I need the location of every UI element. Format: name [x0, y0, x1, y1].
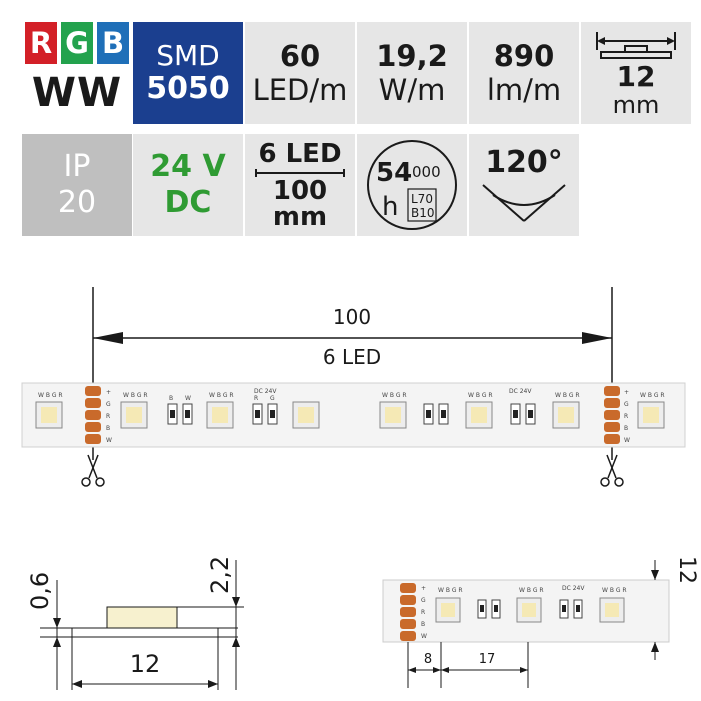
dimension-100: 100 [333, 305, 371, 329]
chip-label: W B G R [123, 392, 148, 399]
lumen-unit: lm/m [486, 73, 562, 107]
smd-value: 5050 [146, 71, 230, 106]
power-value: 19,2 [376, 39, 448, 73]
rgb-b-box: B [97, 22, 129, 64]
ip-badge: IP 20 [22, 134, 132, 236]
voltage-value: 24 V [150, 149, 226, 184]
cut-led-count: 6 LED [258, 139, 342, 169]
resistor-marks [170, 410, 533, 418]
angle-value: 120° [485, 145, 563, 180]
resistor-label-g: G [270, 395, 275, 402]
scissors-icon [81, 454, 105, 487]
profile-width-label: 12 [130, 650, 161, 678]
pad-label: R [106, 413, 110, 420]
lifetime-icon: 54 000 h L70 B10 [367, 140, 457, 230]
led-chip [120, 401, 148, 429]
pad-label: R [624, 413, 628, 420]
detail-width-label: 12 [674, 556, 699, 584]
pad-label: + [106, 389, 111, 396]
ip-label: IP [63, 149, 91, 184]
lifetime-h: h [382, 192, 398, 222]
detail-strip [382, 579, 670, 643]
pad-label: + [421, 585, 426, 592]
led-chip [206, 401, 234, 429]
pad-label: W [106, 437, 112, 444]
chip-label: W B G R [468, 392, 493, 399]
led-density-badge: 60 LED/m [245, 22, 355, 124]
cut-line-icon [255, 169, 345, 177]
profile-height-label: 2,2 [206, 556, 234, 594]
chip-label: W B G R [438, 587, 463, 594]
cut-unit: mm [272, 202, 328, 232]
width-unit: mm [612, 91, 660, 119]
chip-label: W B G R [602, 587, 627, 594]
pad-label: W [624, 437, 630, 444]
led-density-value: 60 [279, 39, 321, 73]
lifetime-big: 54 [376, 158, 412, 188]
lifetime-b10: B10 [411, 206, 435, 220]
beam-angle-icon [482, 184, 566, 222]
ww-label: WW [31, 70, 123, 116]
width-icon [596, 32, 676, 59]
profile-section [40, 560, 244, 690]
scissors-icon [600, 454, 624, 487]
lumen-badge: 890 lm/m [469, 22, 579, 124]
pad-label: B [106, 425, 110, 432]
pad-label: B [624, 425, 628, 432]
rgb-g-box: G [61, 22, 93, 64]
lumen-value: 890 [493, 39, 555, 73]
cut-length: 100 [272, 176, 328, 206]
dc-label: DC 24V [509, 388, 532, 395]
solder-pads-left [85, 386, 101, 444]
pad-label: + [624, 389, 629, 396]
dc-label: DC 24V [562, 585, 585, 592]
led-chip [465, 401, 493, 429]
power-badge: 19,2 W/m [357, 22, 467, 124]
pad-label: B [421, 621, 425, 628]
dc-label: DC 24V [254, 388, 277, 395]
pad-label: G [421, 597, 426, 604]
profile-thickness-label: 0,6 [26, 572, 54, 610]
chip-label: W B G R [555, 392, 580, 399]
cut-badge: 6 LED 100 mm [245, 134, 355, 236]
smd-badge: SMD 5050 [133, 22, 243, 124]
rgbww-badge: R G B WW [22, 22, 132, 124]
pad-label: G [624, 401, 629, 408]
voltage-type: DC [164, 185, 212, 220]
led-chip [637, 401, 665, 429]
chip-label: W B G R [519, 587, 544, 594]
width-value: 12 [616, 60, 656, 93]
lifetime-small: 000 [412, 163, 441, 181]
pitch-8-label: 8 [424, 652, 432, 667]
chip-label: W B G R [38, 392, 63, 399]
pad-label: W [421, 633, 427, 640]
voltage-badge: 24 V DC [133, 134, 243, 236]
resistor-label-r: R [254, 395, 258, 402]
angle-badge: 120° [469, 134, 579, 236]
dimension-6-led: 6 LED [323, 345, 381, 369]
lifetime-l70: L70 [411, 192, 433, 206]
ip-value: 20 [57, 185, 97, 220]
chip-label: W B G R [382, 392, 407, 399]
resistor-label-b: B [169, 395, 173, 402]
pad-label: G [106, 401, 111, 408]
chip-label: W B G R [640, 392, 665, 399]
pad-label: R [421, 609, 425, 616]
chip-label: W B G R [209, 392, 234, 399]
power-unit: W/m [378, 73, 446, 107]
width-badge: 12 mm [581, 22, 691, 124]
pitch-17-label: 17 [479, 652, 496, 667]
solder-pads-right [604, 386, 620, 444]
led-chip [292, 401, 320, 429]
led-chip [379, 401, 407, 429]
resistor-label-w: W [185, 395, 191, 402]
smd-label: SMD [156, 39, 220, 72]
lifetime-badge: 54 000 h L70 B10 [357, 134, 467, 236]
led-chip [35, 401, 63, 429]
led-chip [552, 401, 580, 429]
rgb-r-box: R [25, 22, 57, 64]
led-density-unit: LED/m [252, 73, 348, 107]
